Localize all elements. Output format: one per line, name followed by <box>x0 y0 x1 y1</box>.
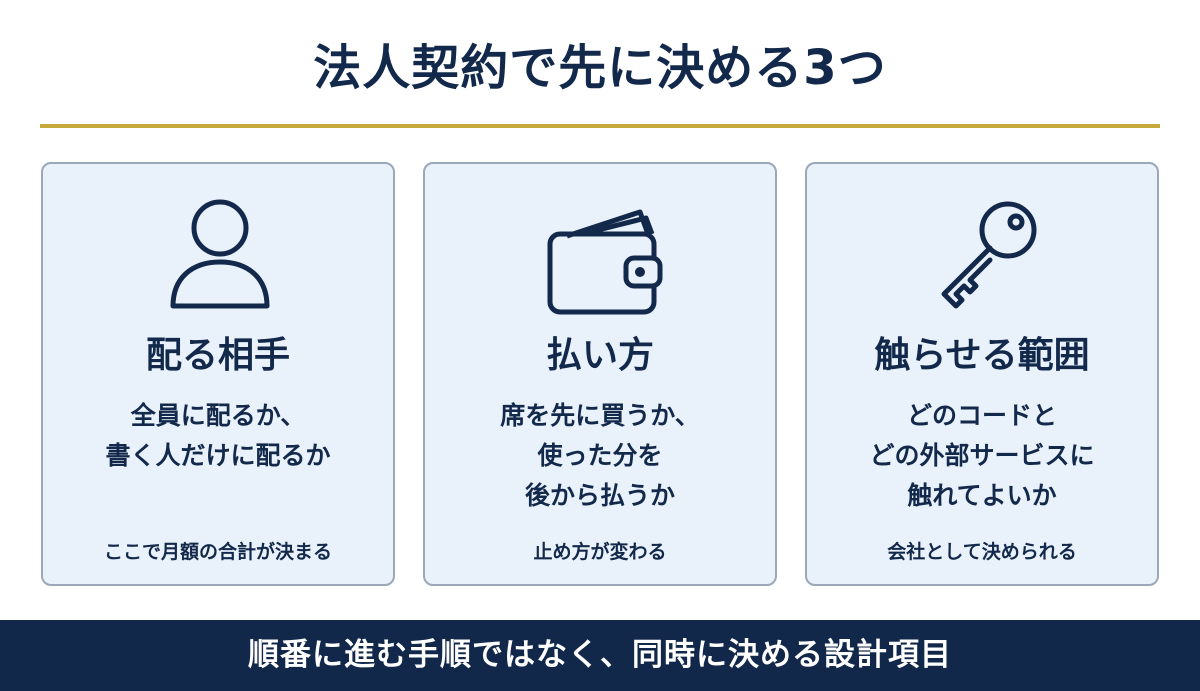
title-divider <box>40 124 1160 128</box>
wallet-icon <box>522 190 682 320</box>
card-note: 会社として決められる <box>887 541 1077 563</box>
card-title: 払い方 <box>545 335 654 376</box>
card-payment: 払い方 席を先に買うか、 使った分を 後から払うか 止め方が変わる <box>423 162 777 586</box>
key-icon <box>904 190 1064 320</box>
card-description-line: 使った分を <box>537 441 663 470</box>
card-description-line: 触れてよいか <box>907 481 1057 510</box>
card-description: 席を先に買うか、 使った分を 後から払うか <box>425 396 775 516</box>
card-access-scope: 触らせる範囲 どのコードと どの外部サービスに 触れてよいか 会社として決められ… <box>805 162 1159 586</box>
card-description-line: どのコードと <box>906 401 1057 430</box>
card-description: 全員に配るか、 書く人だけに配るか <box>43 396 393 476</box>
page-title: 法人契約で先に決める3つ <box>313 40 887 96</box>
card-note: ここで月額の合計が決まる <box>103 541 332 563</box>
card-description: どのコードと どの外部サービスに 触れてよいか <box>807 396 1157 516</box>
card-description-line: 書く人だけに配るか <box>105 441 331 470</box>
card-recipients: 配る相手 全員に配るか、 書く人だけに配るか ここで月額の合計が決まる <box>41 162 395 586</box>
card-title: 触らせる範囲 <box>874 335 1090 376</box>
card-note: 止め方が変わる <box>533 541 667 563</box>
card-description-line: 全員に配るか、 <box>130 401 306 430</box>
card-title: 配る相手 <box>145 335 290 376</box>
footer-banner: 順番に進む手順ではなく、同時に決める設計項目 <box>0 620 1200 691</box>
card-description-line: 後から払うか <box>524 481 675 510</box>
card-description-line: どの外部サービスに <box>869 441 1095 470</box>
person-icon <box>140 190 300 320</box>
card-description-line: 席を先に買うか、 <box>500 401 700 430</box>
